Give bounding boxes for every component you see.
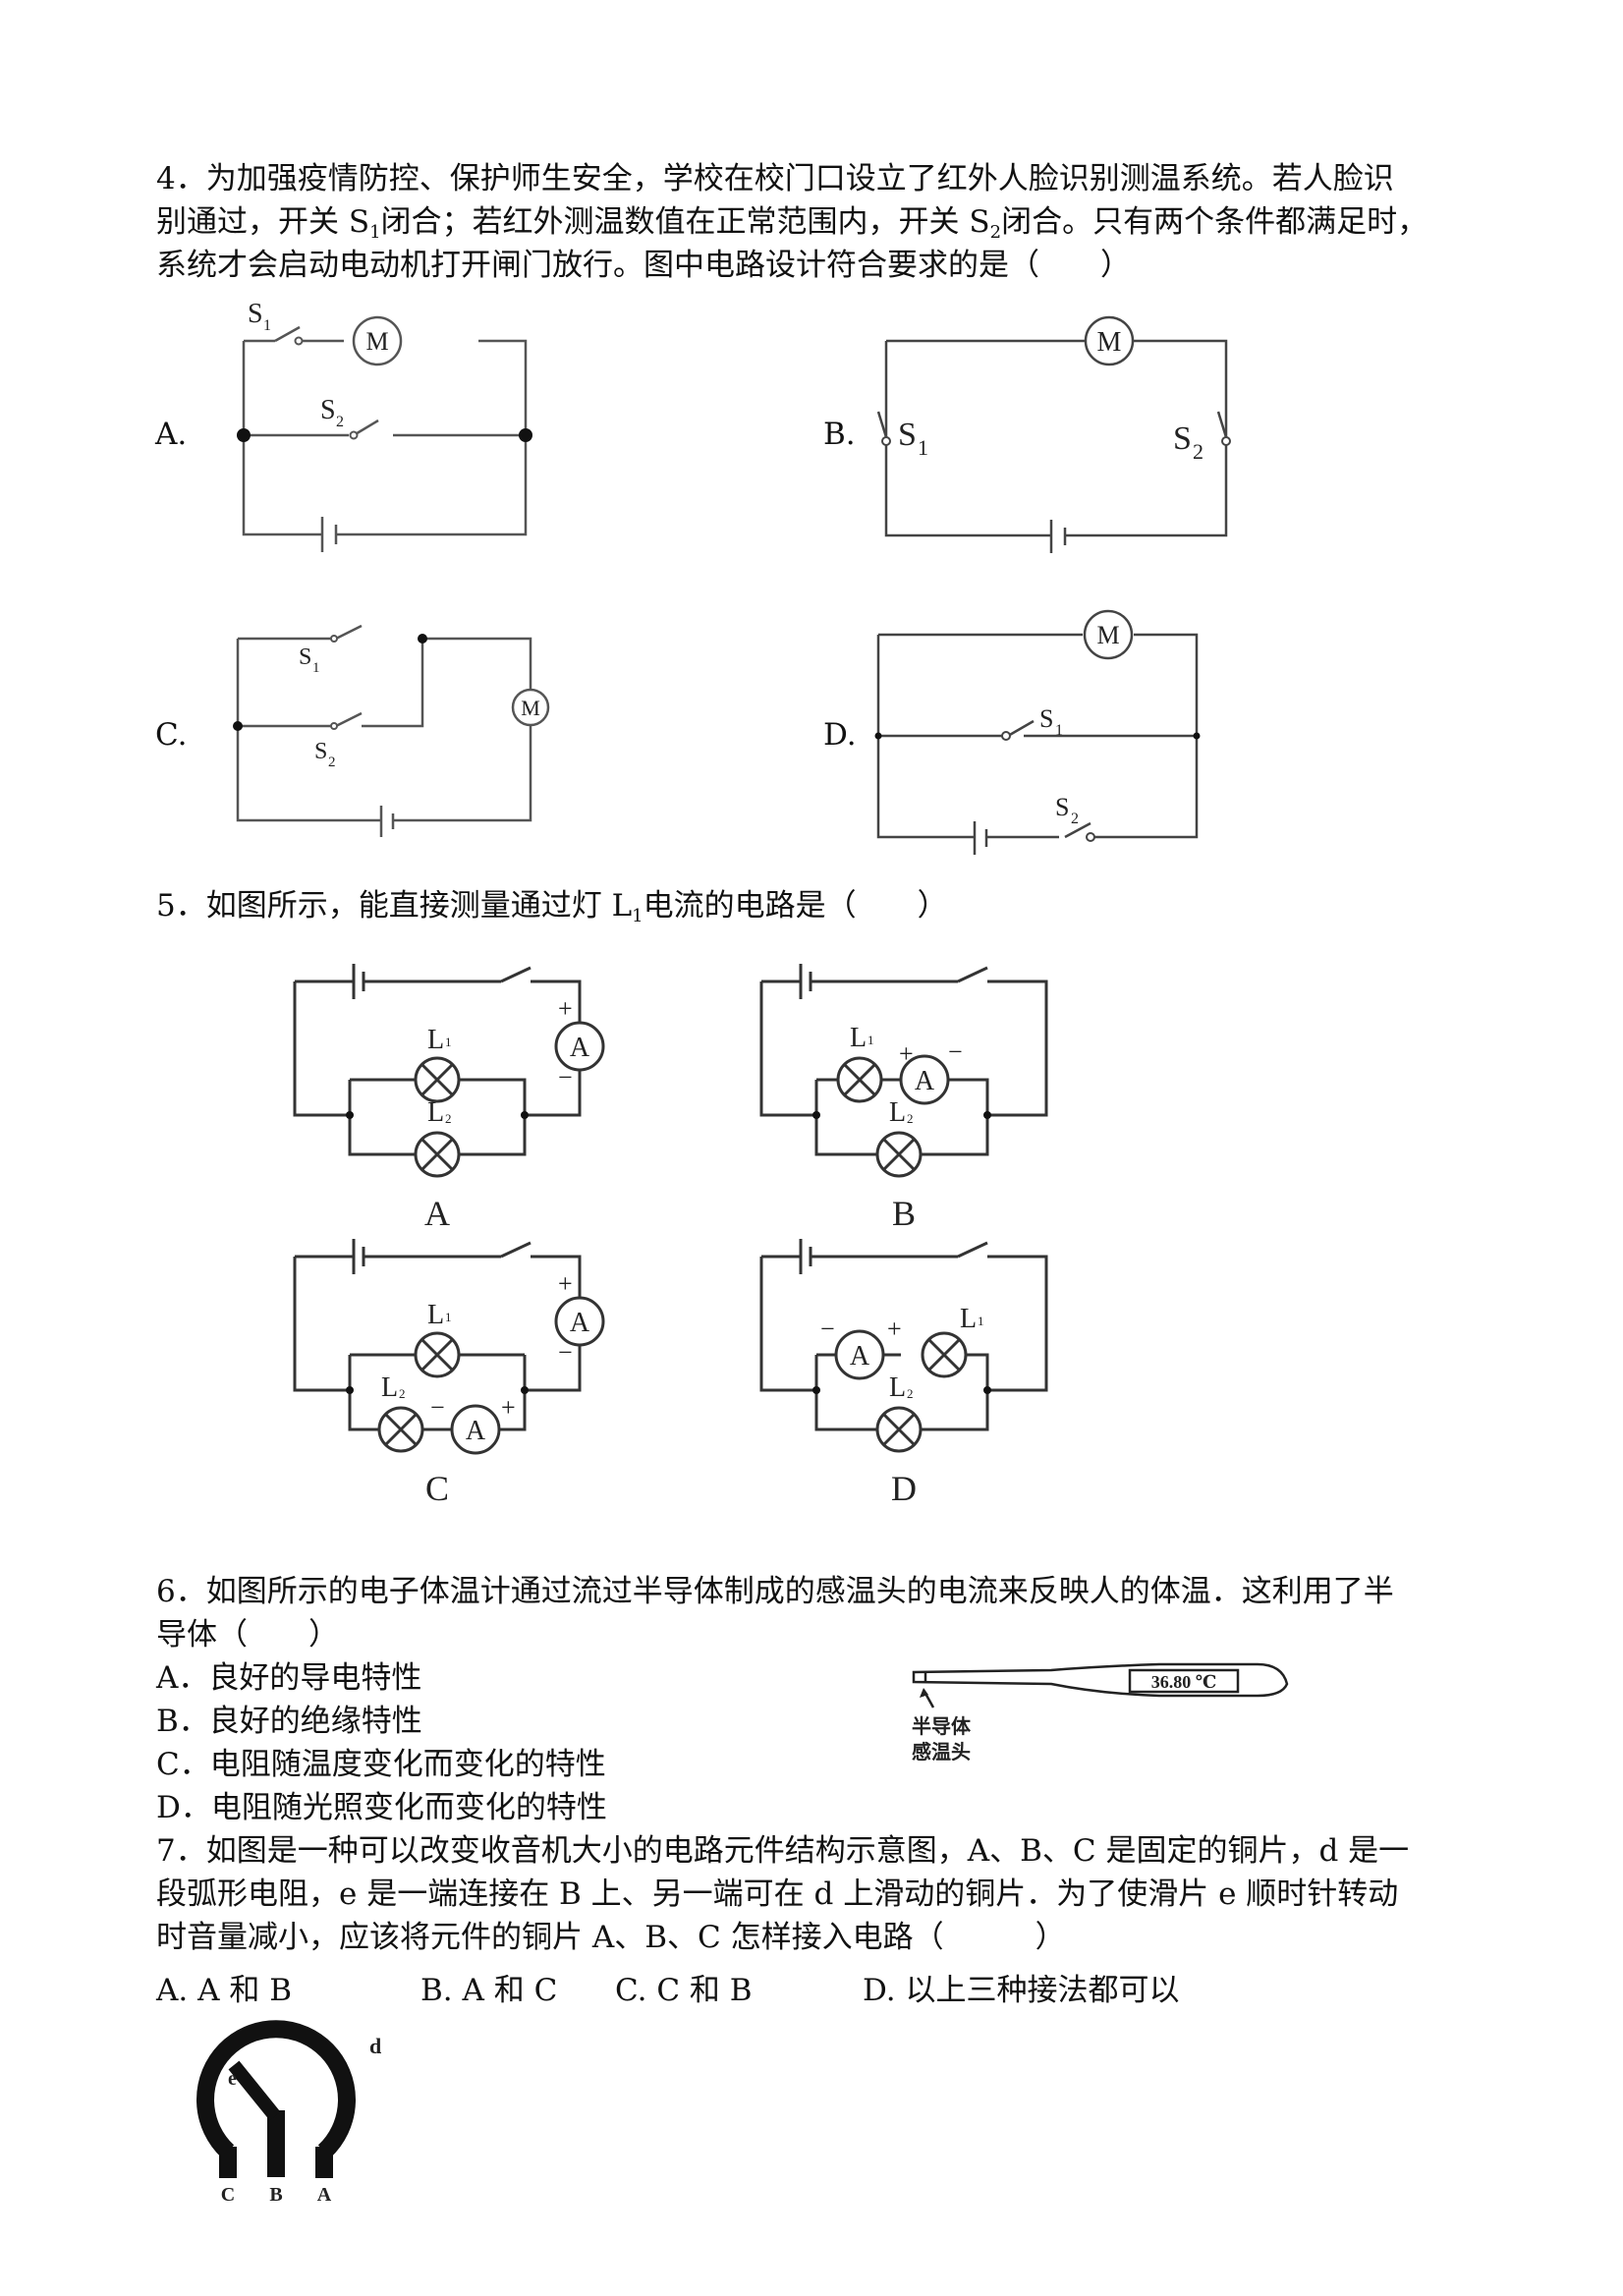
svg-text:1: 1 — [445, 1310, 452, 1324]
svg-text:+: + — [899, 1039, 914, 1068]
svg-text:1: 1 — [263, 317, 271, 334]
q6-stem-line2: 导体（ ） — [156, 1617, 339, 1652]
svg-text:L: L — [381, 1372, 398, 1403]
q4-circuit-b: M S 1 S 2 — [876, 315, 1231, 553]
svg-text:C: C — [425, 1469, 449, 1508]
thermometer-figure: 36.80 ℃ 半导体 感温头 — [912, 1662, 1289, 1764]
svg-text:A: A — [466, 1416, 486, 1446]
svg-text:1: 1 — [867, 1033, 874, 1047]
svg-text:S: S — [898, 417, 917, 453]
svg-text:L: L — [850, 1023, 867, 1053]
q6-option-a: A．良好的导电特性 — [156, 1660, 422, 1696]
svg-text:d: d — [369, 2034, 381, 2058]
svg-text:1: 1 — [312, 660, 320, 676]
svg-text:L: L — [960, 1304, 977, 1334]
q7-stem-line3: 时音量减小，应该将元件的铜片 A、B、C 怎样接入电路（ ） — [156, 1920, 1066, 1955]
svg-text:2: 2 — [399, 1386, 406, 1401]
svg-text:L: L — [427, 1097, 444, 1128]
svg-text:A: A — [317, 2184, 332, 2206]
svg-text:2: 2 — [907, 1111, 914, 1126]
q6-stem-line1: 6．如图所示的电子体温计通过流过半导体制成的感温头的电流来反映人的体温．这利用了… — [156, 1574, 1394, 1609]
q5-stem: 5．如图所示，能直接测量通过灯 L1电流的电路是（ ） — [156, 888, 948, 926]
svg-text:M: M — [521, 696, 540, 720]
svg-text:A: A — [570, 1308, 590, 1338]
svg-text:−: − — [430, 1393, 445, 1422]
svg-text:36.80 ℃: 36.80 ℃ — [1151, 1672, 1217, 1692]
svg-text:S: S — [248, 299, 263, 329]
svg-text:2: 2 — [1193, 439, 1203, 464]
svg-text:B: B — [269, 2184, 282, 2206]
svg-text:+: + — [558, 994, 573, 1023]
svg-text:1: 1 — [978, 1314, 984, 1328]
svg-text:1: 1 — [1055, 722, 1063, 739]
q4-stem-line3: 系统才会启动电动机打开闸门放行。图中电路设计符合要求的是（ ） — [156, 248, 1131, 283]
q4-option-c-label: C. — [155, 717, 188, 753]
svg-text:−: − — [820, 1315, 835, 1343]
q7-option-a: A. A 和 B — [156, 1973, 292, 2008]
q7-stem-line1: 7．如图是一种可以改变收音机大小的电路元件结构示意图，A、B、C 是固定的铜片，… — [156, 1833, 1410, 1869]
svg-text:L: L — [427, 1025, 444, 1055]
q6-option-b: B．良好的绝缘特性 — [156, 1704, 422, 1739]
svg-text:S: S — [299, 644, 311, 670]
svg-text:M: M — [365, 327, 388, 356]
svg-text:2: 2 — [445, 1111, 452, 1126]
q4-circuit-c: M S 1 S 2 — [233, 624, 550, 837]
svg-text:+: + — [887, 1315, 902, 1343]
svg-text:A: A — [424, 1194, 450, 1233]
svg-text:L: L — [427, 1300, 444, 1330]
svg-text:S: S — [314, 739, 327, 764]
q4-option-d-label: D. — [823, 717, 857, 753]
svg-text:−: − — [948, 1037, 963, 1066]
potentiometer-figure: d e C B A — [196, 2020, 381, 2206]
svg-text:1: 1 — [918, 435, 928, 460]
svg-text:M: M — [1096, 621, 1119, 649]
svg-text:L: L — [889, 1097, 906, 1128]
svg-text:S: S — [1173, 420, 1192, 457]
q4-circuit-d: M S 1 S 2 — [874, 609, 1201, 855]
q7-option-b: B. A 和 C — [420, 1973, 558, 2008]
svg-text:S: S — [1055, 793, 1069, 821]
q4-option-a-label: A. — [155, 417, 188, 452]
svg-text:感温头: 感温头 — [912, 1740, 971, 1764]
svg-text:A: A — [570, 1033, 590, 1063]
q7-stem-line2: 段弧形电阻，e 是一端连接在 B 上、另一端可在 d 上滑动的铜片．为了使滑片 … — [156, 1876, 1399, 1912]
svg-text:半导体: 半导体 — [912, 1714, 972, 1738]
q4-stem-line1: 4．为加强疫情防控、保护师生安全，学校在校门口设立了红外人脸识别测温系统。若人脸… — [156, 161, 1394, 196]
svg-text:S: S — [320, 395, 336, 425]
svg-text:L: L — [889, 1372, 906, 1403]
svg-text:2: 2 — [328, 755, 336, 770]
svg-text:+: + — [501, 1393, 516, 1422]
svg-text:A: A — [915, 1066, 935, 1096]
q7-option-c: C. C 和 B — [615, 1973, 753, 2008]
svg-text:2: 2 — [907, 1386, 914, 1401]
svg-text:D: D — [891, 1469, 917, 1508]
svg-text:A: A — [850, 1341, 870, 1372]
svg-text:e: e — [228, 2068, 237, 2090]
svg-text:−: − — [558, 1063, 573, 1092]
svg-text:C: C — [221, 2184, 235, 2206]
q6-option-d: D．电阻随光照变化而变化的特性 — [156, 1790, 607, 1825]
svg-text:2: 2 — [1071, 811, 1079, 827]
q4-option-b-label: B. — [823, 417, 856, 452]
q4-circuit-a: M S 1 S 2 — [237, 299, 532, 552]
q6-option-c: C．电阻随温度变化而变化的特性 — [156, 1747, 606, 1782]
q7-option-d: D. 以上三种接法都可以 — [863, 1973, 1180, 2008]
q4-stem-line2: 别通过，开关 S1闭合；若红外测温数值在正常范围内，开关 S2闭合。只有两个条件… — [156, 204, 1428, 243]
svg-text:+: + — [558, 1269, 573, 1298]
svg-text:S: S — [1039, 704, 1053, 733]
svg-text:1: 1 — [445, 1035, 452, 1049]
svg-text:−: − — [558, 1338, 573, 1367]
svg-text:2: 2 — [336, 414, 344, 430]
svg-text:B: B — [892, 1194, 916, 1233]
svg-text:M: M — [1097, 327, 1122, 358]
